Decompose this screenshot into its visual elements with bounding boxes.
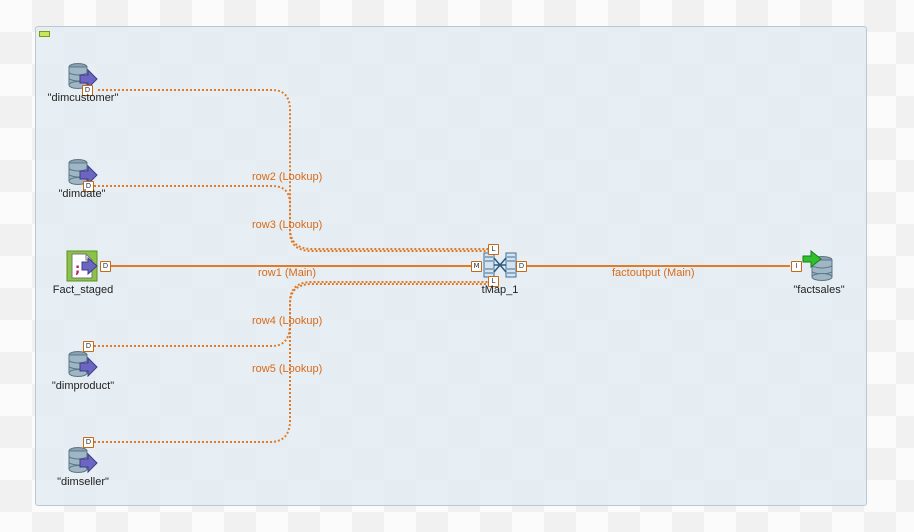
link-label-row4[interactable]: row4 (Lookup): [252, 315, 323, 327]
port-fact-staged-output[interactable]: D: [100, 261, 111, 272]
database-output-icon: [802, 249, 833, 281]
label-dimseller[interactable]: "dimseller": [57, 476, 109, 488]
database-input-icon: [68, 447, 98, 474]
component-factsales[interactable]: [802, 249, 836, 282]
label-tmap[interactable]: tMap_1: [481, 284, 519, 296]
link-row2[interactable]: [98, 89, 488, 250]
link-label-row1[interactable]: row1 (Main): [258, 267, 317, 279]
component-dimdate[interactable]: [66, 158, 100, 190]
port-tmap-lookup-bottom[interactable]: L: [488, 276, 499, 287]
label-dimcustomer[interactable]: "dimcustomer": [47, 92, 119, 104]
subjob-collapse-button[interactable]: [39, 31, 50, 37]
database-input-icon: [68, 159, 98, 186]
link-label-factoutput[interactable]: factoutput (Main): [612, 267, 695, 279]
component-fact-staged[interactable]: ;: [66, 250, 100, 282]
port-dimdate-output[interactable]: D: [83, 181, 94, 192]
port-factsales-input[interactable]: I: [791, 261, 802, 272]
component-dimseller[interactable]: [66, 446, 100, 478]
link-label-row2[interactable]: row2 (Lookup): [252, 171, 323, 183]
link-row3[interactable]: [94, 185, 488, 252]
delimited-file-input-icon: ;: [66, 250, 98, 282]
port-dimproduct-output[interactable]: D: [83, 341, 94, 352]
database-input-icon: [68, 351, 98, 378]
port-tmap-lookup-top[interactable]: L: [488, 244, 499, 255]
label-factsales[interactable]: "factsales": [793, 284, 845, 296]
link-label-row5[interactable]: row5 (Lookup): [252, 363, 323, 375]
link-row5[interactable]: [94, 283, 488, 443]
component-dimproduct[interactable]: [66, 350, 100, 382]
port-tmap-main-input[interactable]: M: [471, 261, 482, 272]
port-tmap-output[interactable]: D: [516, 261, 527, 272]
port-dimcustomer-output[interactable]: D: [82, 85, 93, 96]
label-fact-staged[interactable]: Fact_staged: [52, 284, 114, 296]
label-dimproduct[interactable]: "dimproduct": [51, 380, 115, 392]
svg-text:;: ;: [75, 262, 80, 277]
label-dimdate[interactable]: "dimdate": [58, 188, 106, 200]
port-dimseller-output[interactable]: D: [83, 437, 94, 448]
link-label-row3[interactable]: row3 (Lookup): [252, 219, 323, 231]
